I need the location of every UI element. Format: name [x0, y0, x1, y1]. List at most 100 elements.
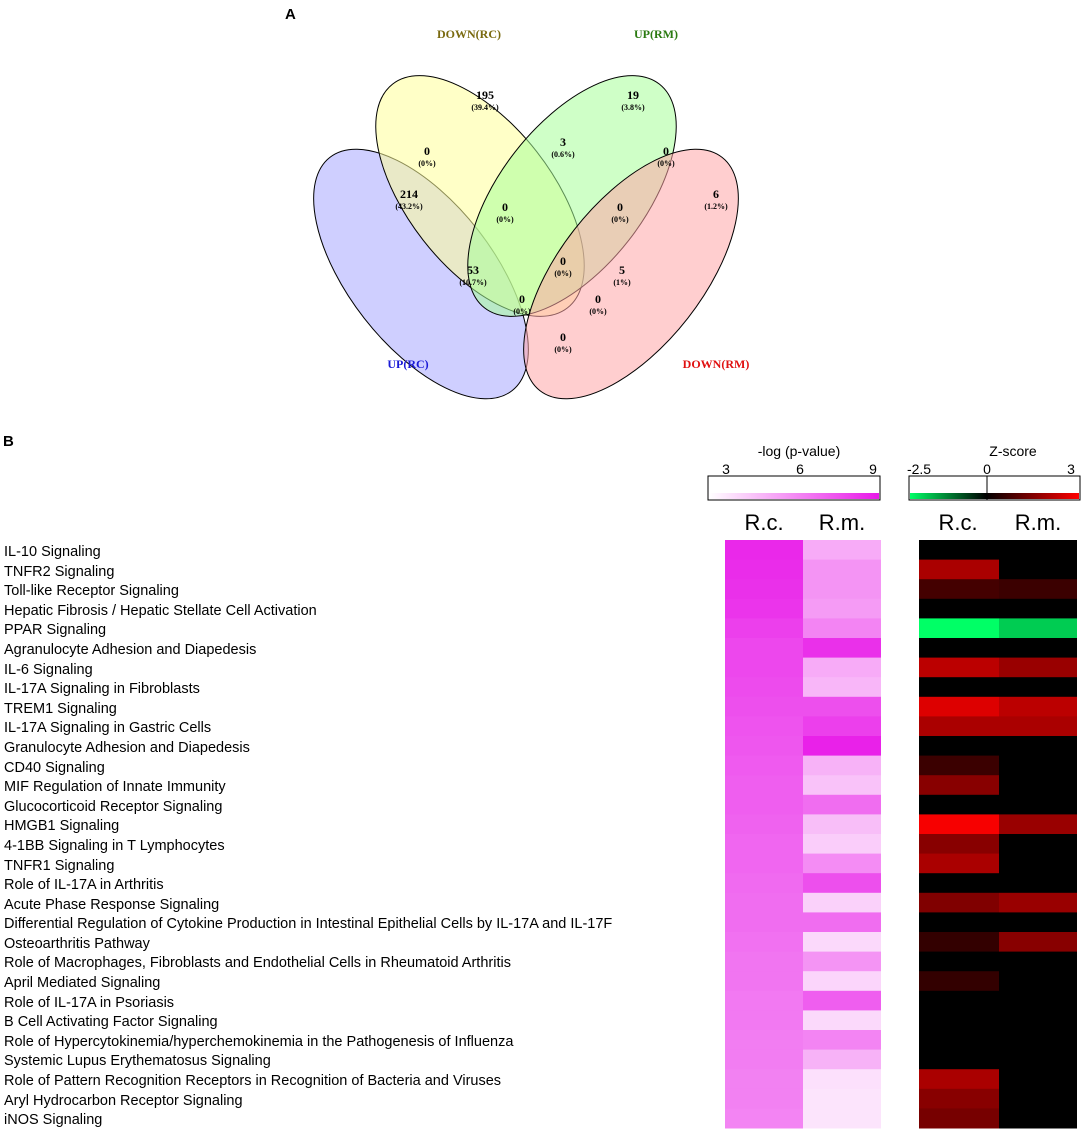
pathway-label: MIF Regulation of Innate Immunity	[4, 779, 226, 796]
zscore-cell	[999, 657, 1077, 678]
logp-cell	[803, 834, 881, 855]
logp-cell	[725, 971, 803, 992]
zscore-legend-title: Z-score	[989, 443, 1037, 459]
zscore-cell	[919, 932, 999, 953]
zscore-cell	[919, 677, 999, 698]
venn-region-count: 5	[619, 263, 625, 277]
venn-region-percent: (0.6%)	[551, 150, 575, 159]
pathway-label: iNOS Signaling	[4, 1112, 103, 1129]
panel-b-label: B	[3, 433, 14, 450]
pathway-label: IL-17A Signaling in Gastric Cells	[4, 720, 212, 737]
zscore-cell	[919, 579, 999, 600]
pathway-label: IL-17A Signaling in Fibroblasts	[4, 681, 200, 698]
pathway-label: TREM1 Signaling	[4, 700, 117, 717]
zscore-cell	[919, 736, 999, 757]
venn-set-label: DOWN(RM)	[683, 357, 750, 371]
venn-region-percent: (10.7%)	[459, 278, 487, 287]
venn-set-label: UP(RM)	[634, 27, 678, 41]
pathway-label: Hepatic Fibrosis / Hepatic Stellate Cell…	[4, 602, 317, 619]
logp-cell	[803, 1030, 881, 1051]
zscore-cell	[999, 1069, 1077, 1090]
logp-cell	[803, 794, 881, 815]
logp-cell	[725, 853, 803, 874]
zscore-cell	[999, 951, 1077, 972]
pathway-label: Osteoarthritis Pathway	[4, 935, 150, 952]
venn-region-percent: (1.2%)	[704, 202, 728, 211]
panel-a-label: A	[285, 6, 296, 23]
pathway-label: TNFR2 Signaling	[4, 563, 115, 580]
logp-cell	[803, 912, 881, 933]
logp-cell	[803, 814, 881, 835]
logp-column-label: R.c.	[744, 510, 783, 535]
venn-region-percent: (0%)	[657, 159, 675, 168]
venn-region-count: 0	[560, 254, 566, 268]
venn-region-count: 0	[595, 292, 601, 306]
logp-cell	[803, 775, 881, 796]
logp-cell	[803, 696, 881, 717]
venn-region-count: 0	[560, 330, 566, 344]
logp-cell	[803, 716, 881, 737]
zscore-cell	[999, 579, 1077, 600]
logp-cell	[803, 677, 881, 698]
zscore-cell	[999, 873, 1077, 894]
pathway-label: April Mediated Signaling	[4, 975, 161, 992]
logp-cell	[725, 1049, 803, 1070]
zscore-legend-box	[908, 475, 1081, 501]
logp-cell	[803, 951, 881, 972]
logp-cell	[803, 598, 881, 619]
venn-region-count: 19	[627, 88, 639, 102]
pathway-label: Role of Pattern Recognition Receptors in…	[4, 1073, 502, 1090]
zscore-cell	[999, 814, 1077, 835]
venn-region-count: 3	[560, 135, 566, 149]
zscore-cell	[919, 892, 999, 913]
zscore-cell	[999, 892, 1077, 913]
zscore-legend-gradient	[910, 493, 1079, 499]
pathway-label: B Cell Activating Factor Signaling	[4, 1014, 218, 1031]
pathway-label: Toll-like Receptor Signaling	[4, 583, 179, 600]
zscore-cell	[919, 638, 999, 659]
zscore-cell	[919, 696, 999, 717]
logp-cell	[803, 1069, 881, 1090]
venn-region-count: 53	[467, 263, 479, 277]
logp-cell	[803, 559, 881, 580]
zscore-legend-tick: 3	[1067, 461, 1075, 477]
logp-cell	[803, 1010, 881, 1031]
logp-legend-tick: 3	[722, 461, 730, 477]
venn-region-count: 0	[424, 144, 430, 158]
logp-cell	[803, 657, 881, 678]
pathway-label: Agranulocyte Adhesion and Diapedesis	[4, 641, 257, 658]
venn-region-count: 6	[713, 187, 719, 201]
zscore-cell	[919, 794, 999, 815]
logp-cell	[803, 755, 881, 776]
logp-cell	[725, 579, 803, 600]
pathway-label: Role of Macrophages, Fibroblasts and End…	[4, 955, 511, 972]
venn-diagram: UP(RC)DOWN(RC)UP(RM)DOWN(RM)214(43.2%)19…	[313, 27, 750, 400]
zscore-cell	[999, 932, 1077, 953]
venn-region-percent: (0%)	[589, 307, 607, 316]
zscore-cell	[919, 657, 999, 678]
pathway-label: IL-6 Signaling	[4, 661, 93, 678]
zscore-cell	[999, 559, 1077, 580]
zscore-cell	[999, 618, 1077, 639]
zscore-cell	[919, 1069, 999, 1090]
zscore-cell	[919, 853, 999, 874]
zscore-cell	[919, 1088, 999, 1109]
pathway-label: Differential Regulation of Cytokine Prod…	[4, 916, 613, 933]
logp-legend-tick: 9	[869, 461, 877, 477]
zscore-cell	[919, 990, 999, 1011]
venn-region-percent: (43.2%)	[395, 202, 423, 211]
logp-cell	[725, 1108, 803, 1129]
logp-cell	[803, 579, 881, 600]
zscore-cell	[999, 775, 1077, 796]
pathway-label: Aryl Hydrocarbon Receptor Signaling	[4, 1092, 243, 1109]
logp-cell	[725, 559, 803, 580]
zscore-cell	[999, 853, 1077, 874]
venn-region-percent: (0%)	[418, 159, 436, 168]
logp-cell	[803, 1088, 881, 1109]
zscore-cell	[919, 540, 999, 561]
logp-legend-gradient	[709, 493, 879, 499]
logp-cell	[725, 618, 803, 639]
logp-cell	[725, 540, 803, 561]
pathway-label: Granulocyte Adhesion and Diapedesis	[4, 739, 250, 756]
